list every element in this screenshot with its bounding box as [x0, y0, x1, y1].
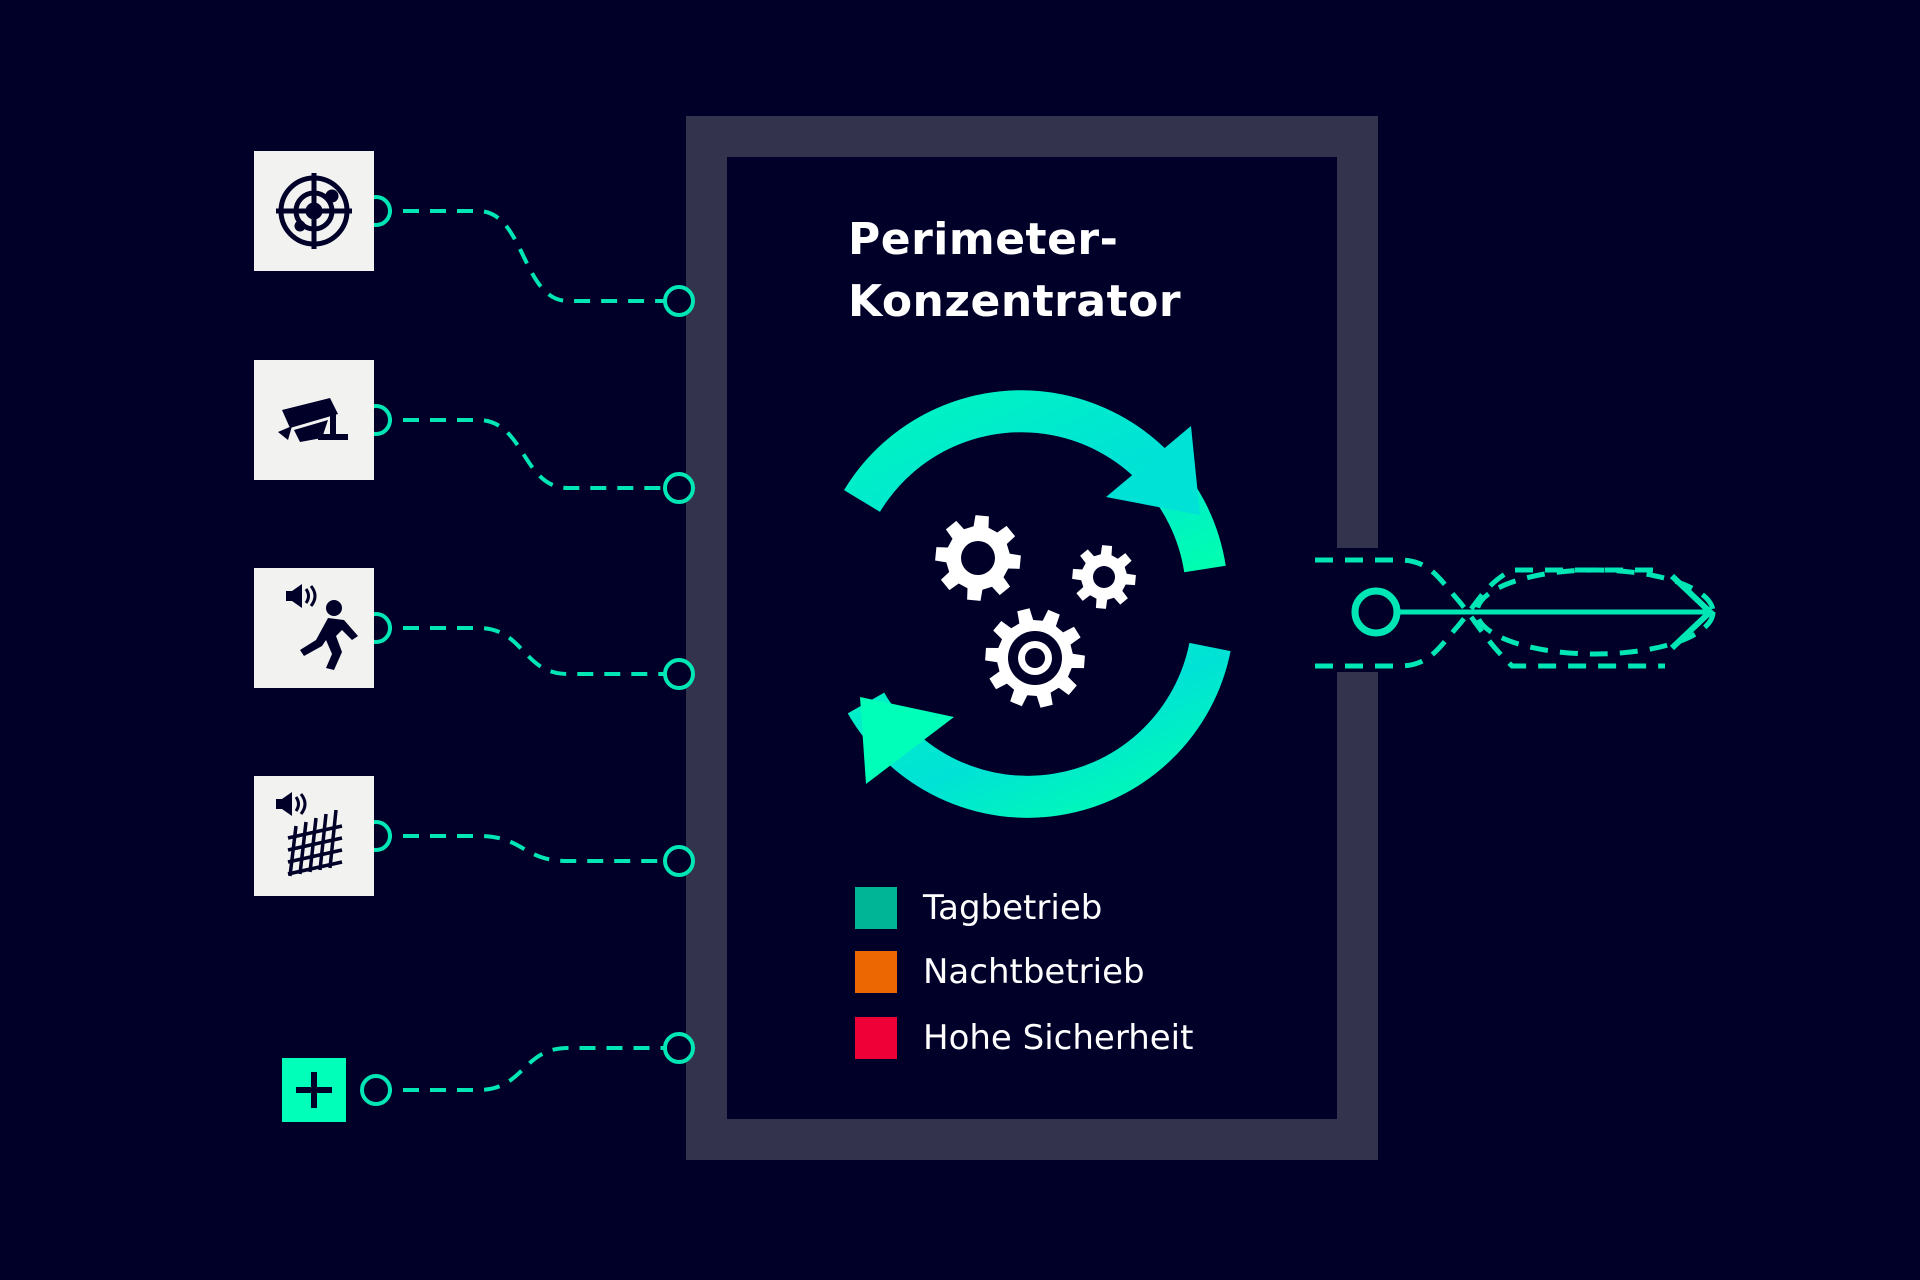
connector-person [376, 626, 665, 676]
connector-node [663, 285, 695, 317]
gear-small-icon-hole [1093, 566, 1115, 588]
add-input-button[interactable] [282, 1058, 346, 1122]
connector-camera [376, 418, 665, 490]
gear-center-dot [1025, 648, 1045, 668]
radar-icon [276, 173, 352, 249]
plus-icon [296, 1072, 332, 1108]
gear-large-icon-hole [961, 541, 995, 575]
connector-add [376, 1046, 665, 1092]
icon-tile [254, 568, 374, 688]
gears-icon [935, 515, 1136, 708]
legend-item: Hohe Sicherheit [855, 1016, 1193, 1060]
input-radar [254, 151, 374, 271]
legend-label: Tagbetrieb [923, 888, 1103, 928]
connector-fence [376, 834, 665, 863]
cycle-arrowhead-bottom [860, 697, 954, 784]
cycle-arrowhead-top [1106, 426, 1200, 515]
connector-node [663, 845, 695, 877]
page-title-line2: Konzentrator [848, 276, 1182, 327]
output-arrow-icon [1315, 557, 1716, 669]
connector-node [360, 1074, 392, 1106]
legend-item: Nachtbetrieb [855, 950, 1145, 994]
cycle-arrow-bottom [847, 642, 1231, 818]
surveillance-camera-icon [278, 398, 348, 442]
legend-swatch [855, 1017, 897, 1059]
input-camera [254, 360, 374, 480]
fence-alarm-icon [276, 792, 343, 877]
legend-label: Nachtbetrieb [923, 952, 1145, 992]
input-fence [254, 776, 374, 896]
legend-label: Hohe Sicherheit [923, 1018, 1194, 1058]
legend-item: Tagbetrieb [855, 886, 1102, 930]
connector-node [663, 658, 695, 690]
input-person [254, 568, 374, 688]
person-alarm-icon [286, 584, 358, 670]
legend-swatch [855, 887, 897, 929]
legend-swatch [855, 951, 897, 993]
gears-cycle-icon [844, 390, 1231, 818]
page-title: Perimeter- [848, 214, 1119, 265]
connector-node [663, 472, 695, 504]
connector-radar [376, 209, 665, 303]
connector-node [663, 1032, 695, 1064]
